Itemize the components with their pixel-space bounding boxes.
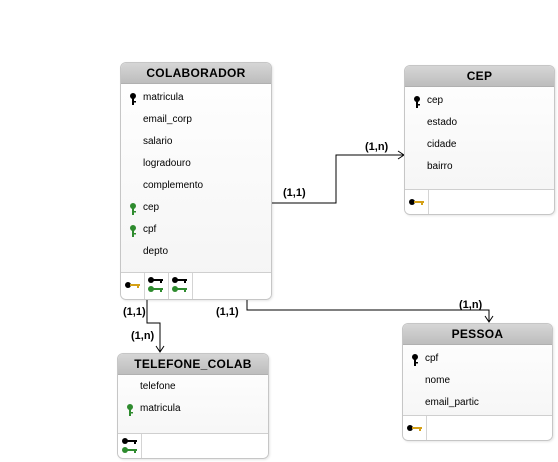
foreign-key-icon [129, 202, 137, 215]
foreign-key-index-icon [172, 286, 187, 292]
attribute-name: cep [427, 95, 444, 106]
attribute-name: bairro [427, 161, 453, 172]
entity-title: COLABORADOR [121, 63, 271, 84]
index-row [118, 433, 268, 458]
attribute-row[interactable]: salario [121, 131, 271, 153]
line-colab-cep [271, 154, 403, 204]
entity-colaborador[interactable]: COLABORADOR matricula email_corp salario… [120, 62, 272, 300]
index-row [121, 272, 271, 299]
entity-title: PESSOA [403, 324, 552, 345]
attribute-name: logradouro [143, 158, 191, 169]
cardinality-colab-cep-cep: (1,n) [365, 141, 389, 153]
attribute-name: salario [143, 136, 173, 147]
attribute-name: matricula [140, 403, 181, 414]
attribute-row[interactable]: email_partic [403, 392, 552, 414]
foreign-key-icon [126, 403, 134, 416]
attribute-row[interactable]: email_corp [121, 109, 271, 131]
attribute-name: email_corp [143, 114, 192, 125]
index-row [403, 415, 552, 440]
line-colab-pessoa [246, 299, 490, 322]
entity-title: CEP [405, 66, 554, 87]
arrow-telefone [155, 345, 165, 353]
primary-key-icon [413, 95, 421, 108]
attribute-name: cpf [143, 224, 157, 235]
attribute-row[interactable]: bairro [405, 156, 554, 178]
primary-key-index-icon [409, 199, 424, 205]
foreign-key-index-icon [122, 447, 137, 453]
primary-key-index-icon [407, 425, 422, 431]
attribute-row[interactable]: nome [403, 370, 552, 392]
attribute-name: depto [143, 246, 169, 257]
attribute-row[interactable]: matricula [118, 398, 268, 420]
attribute-row[interactable]: estado [405, 112, 554, 134]
attribute-row[interactable]: logradouro [121, 153, 271, 175]
attribute-row[interactable]: depto [121, 241, 271, 263]
line-colab-telefone [146, 299, 161, 352]
attribute-name: complemento [143, 180, 204, 191]
cardinality-colab-cep-colab: (1,1) [283, 187, 306, 199]
attribute-name: estado [427, 117, 458, 128]
attribute-row[interactable]: cpf [121, 219, 271, 241]
entity-cep[interactable]: CEP cep estado cidade bairro [404, 65, 555, 215]
attribute-row[interactable]: cep [405, 90, 554, 112]
primary-key-icon [129, 92, 137, 105]
foreign-key-index-icon [148, 286, 163, 292]
key-index-icon [122, 438, 137, 444]
attribute-row[interactable]: complemento [121, 175, 271, 197]
attribute-row[interactable]: cep [121, 197, 271, 219]
cardinality-colab-telefone-colab: (1,1) [123, 306, 146, 318]
attribute-row[interactable]: cpf [403, 348, 552, 370]
primary-key-index-icon [125, 282, 140, 288]
attribute-name: email_partic [425, 397, 479, 408]
cardinality-colab-telefone-telefone: (1,n) [131, 330, 155, 342]
attribute-row[interactable]: telefone [118, 376, 268, 398]
cardinality-colab-pessoa-pessoa: (1,n) [459, 299, 483, 311]
attribute-name: matricula [143, 92, 184, 103]
attribute-name: telefone [140, 381, 176, 392]
entity-title: TELEFONE_COLAB [118, 354, 268, 375]
attribute-name: nome [425, 375, 451, 386]
attribute-row[interactable]: cidade [405, 134, 554, 156]
key-index-icon [148, 277, 163, 283]
attribute-name: cpf [425, 353, 439, 364]
entity-telefone-colab[interactable]: TELEFONE_COLAB telefone matricula [117, 353, 269, 459]
key-index-icon [172, 277, 187, 283]
attribute-row[interactable]: matricula [121, 87, 271, 109]
arrow-pessoa [484, 315, 494, 323]
cardinality-colab-pessoa-colab: (1,1) [216, 306, 239, 318]
index-row [405, 189, 554, 214]
attribute-name: cidade [427, 139, 457, 150]
foreign-key-icon [129, 224, 137, 237]
primary-key-icon [411, 353, 419, 366]
attribute-name: cep [143, 202, 160, 213]
entity-pessoa[interactable]: PESSOA cpf nome email_partic [402, 323, 553, 441]
